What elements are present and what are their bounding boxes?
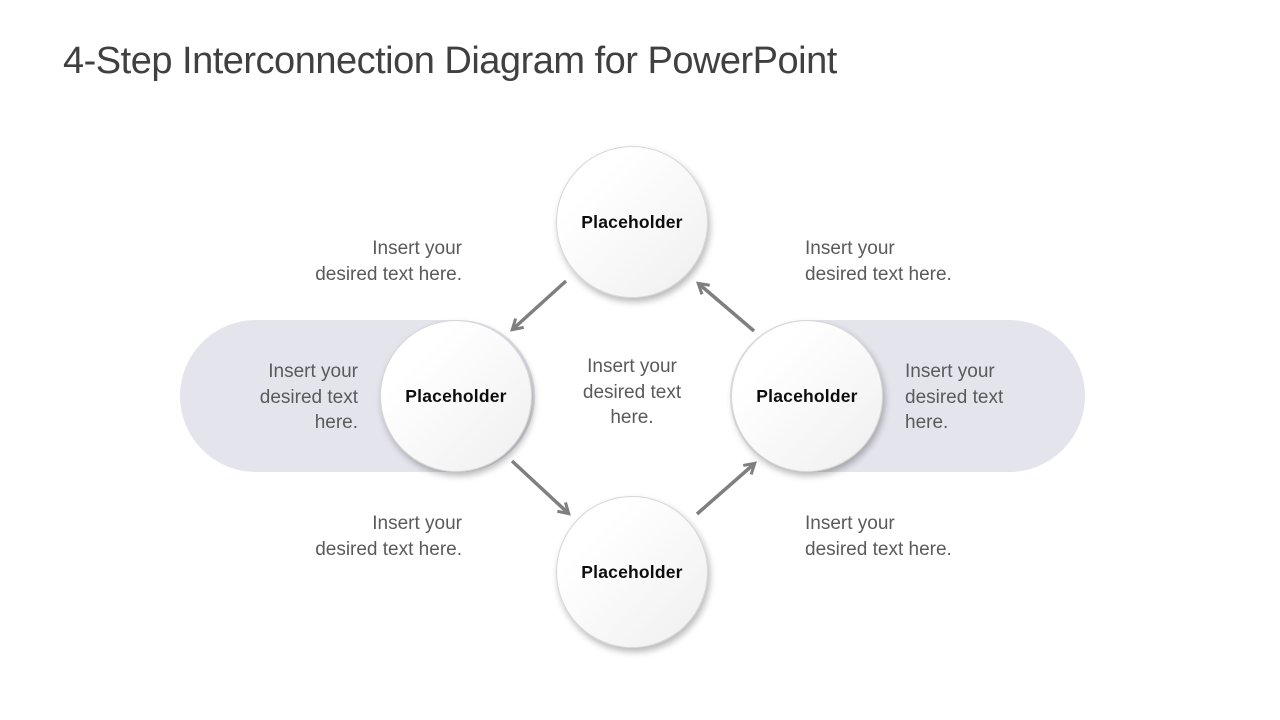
- label-bottom-right: Insert your desired text here.: [805, 511, 975, 562]
- label-center: Insert your desired text here.: [557, 354, 707, 431]
- label-right-pill: Insert your desired text here.: [905, 359, 1045, 436]
- arrow-left-to-bottom: [510, 459, 571, 516]
- label-bottom-left: Insert your desired text here.: [302, 511, 462, 562]
- label-line: desired text here.: [805, 538, 952, 560]
- label-line: desired text: [905, 386, 1004, 408]
- label-line: Insert your: [372, 238, 462, 259]
- node-right-label: Placeholder: [756, 385, 858, 406]
- label-line: here.: [905, 412, 949, 433]
- arrow-right-to-top: [696, 281, 756, 333]
- label-line: desired text here.: [315, 263, 462, 285]
- node-left: Placeholder: [380, 320, 532, 472]
- node-top: Placeholder: [556, 146, 708, 298]
- label-line: desired text: [259, 386, 358, 408]
- label-line: here.: [314, 412, 358, 433]
- label-line: desired text: [582, 381, 682, 403]
- label-line: Insert your: [905, 361, 995, 382]
- label-line: Insert your: [268, 361, 358, 382]
- node-left-label: Placeholder: [405, 385, 507, 406]
- label-line: desired text here.: [315, 538, 462, 560]
- label-line: here.: [610, 407, 654, 428]
- arrow-bottom-to-right: [695, 461, 757, 516]
- label-top-right: Insert your desired text here.: [805, 236, 975, 287]
- label-line: Insert your: [805, 513, 895, 534]
- node-bottom-label: Placeholder: [581, 561, 683, 582]
- label-top-left: Insert your desired text here.: [302, 236, 462, 287]
- label-line: desired text here.: [805, 263, 952, 285]
- arrow-top-to-left: [510, 279, 568, 332]
- label-line: Insert your: [587, 356, 677, 377]
- label-line: Insert your: [372, 513, 462, 534]
- node-right: Placeholder: [731, 320, 883, 472]
- label-left-pill: Insert your desired text here.: [218, 359, 358, 436]
- slide-title: 4-Step Interconnection Diagram for Power…: [63, 40, 837, 82]
- node-top-label: Placeholder: [581, 211, 683, 232]
- node-bottom: Placeholder: [556, 496, 708, 648]
- label-line: Insert your: [805, 238, 895, 259]
